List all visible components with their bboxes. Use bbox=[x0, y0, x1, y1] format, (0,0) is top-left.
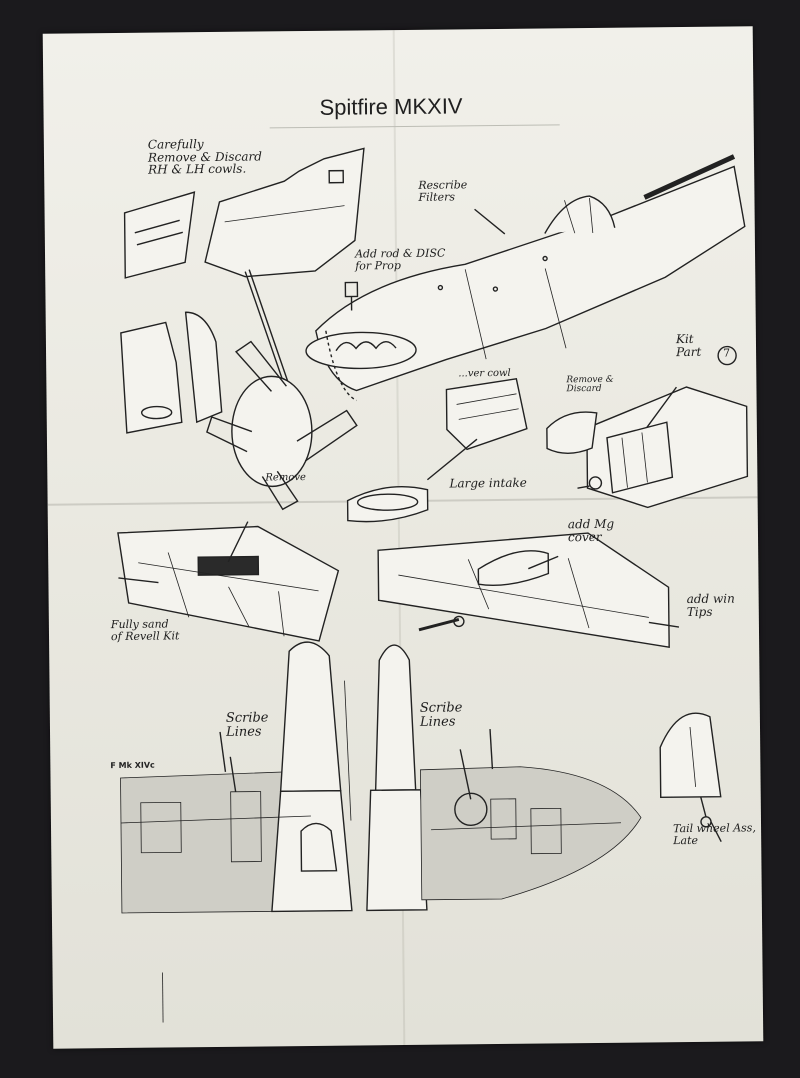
nose-assembly-sketch bbox=[546, 386, 749, 509]
note-remove-discard: Remove & Discard bbox=[566, 374, 614, 395]
cowl-panels-sketch bbox=[123, 147, 365, 279]
note-scribe-left: Scribe Lines bbox=[225, 710, 269, 740]
intake-sketch bbox=[346, 485, 429, 523]
bolt-sketch bbox=[344, 281, 359, 311]
plan-view-label: F Mk XIVc bbox=[110, 760, 155, 771]
plan-view-right bbox=[366, 644, 642, 912]
propeller-sketch bbox=[206, 269, 358, 511]
plan-view-left bbox=[120, 641, 353, 1023]
note-cowl: ...ver cowl bbox=[458, 367, 511, 380]
right-wing-sketch bbox=[377, 532, 670, 649]
kit-part-circle bbox=[717, 345, 737, 366]
instruction-sheet: Spitfire MKXIV bbox=[42, 26, 764, 1049]
note-fully-sand: Fully sand of Revell Kit bbox=[110, 617, 180, 643]
note-remove: Remove bbox=[265, 472, 306, 484]
cowl-panel-middle bbox=[445, 378, 528, 451]
tail-left-sketch bbox=[120, 311, 223, 434]
note-scribe-right: Scribe Lines bbox=[419, 700, 463, 730]
note-wing-tips: add win Tips bbox=[686, 591, 735, 619]
note-kit-part-number: 7 bbox=[723, 346, 731, 360]
note-cowls: Carefully Remove & Discard RH & LH cowls… bbox=[147, 137, 262, 177]
aircraft-sketches bbox=[117, 147, 749, 1023]
leader-lines bbox=[227, 208, 722, 843]
fuselage-sketch bbox=[305, 154, 746, 402]
tail-wheel-sketch bbox=[659, 712, 722, 828]
note-tail-wheel: Tail wheel Ass, Late bbox=[672, 821, 756, 847]
note-mg-cover: add Mg cover bbox=[567, 516, 615, 544]
note-filters: Rescribe Filters bbox=[418, 178, 468, 204]
left-wing-sketch bbox=[117, 525, 340, 642]
note-rod: Add rod & DISC for Prop bbox=[354, 246, 446, 273]
note-intake: Large intake bbox=[449, 475, 527, 491]
note-kit-part: Kit Part bbox=[675, 331, 702, 359]
